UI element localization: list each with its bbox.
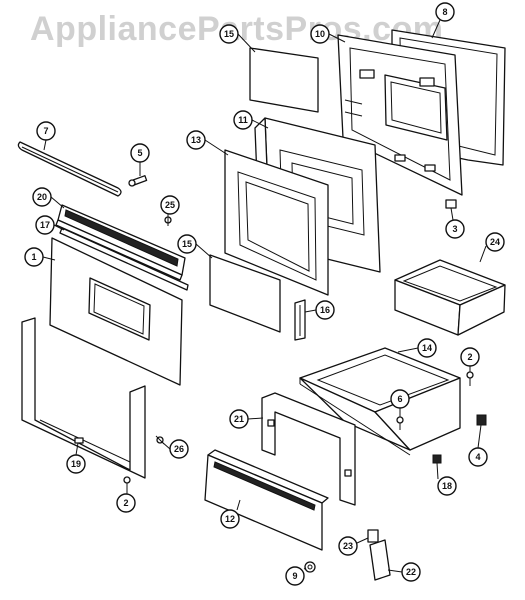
callout-23: 23	[338, 536, 358, 556]
svg-text:20: 20	[37, 192, 47, 202]
callout-16: 16	[315, 300, 335, 320]
callout-21: 21	[229, 409, 249, 429]
callout-4: 4	[468, 447, 488, 467]
part-screw-25	[164, 214, 172, 226]
svg-text:26: 26	[174, 444, 184, 454]
part-control-panel-strip	[55, 204, 186, 281]
svg-text:7: 7	[43, 126, 48, 136]
callout-26: 26	[169, 439, 189, 459]
part-drawer-pan	[394, 259, 506, 336]
part-nut-9	[304, 561, 316, 573]
svg-text:15: 15	[182, 239, 192, 249]
svg-text:25: 25	[165, 200, 175, 210]
svg-text:15: 15	[224, 29, 234, 39]
callout-25: 25	[160, 195, 180, 215]
callout-22: 22	[401, 562, 421, 582]
svg-text:2: 2	[123, 498, 128, 508]
svg-text:2: 2	[467, 352, 472, 362]
part-screw-5	[128, 175, 148, 187]
svg-text:13: 13	[191, 135, 201, 145]
svg-text:21: 21	[234, 414, 244, 424]
part-glass-panel-top	[249, 47, 319, 113]
callout-5: 5	[130, 143, 150, 163]
svg-text:8: 8	[442, 7, 447, 17]
callout-17: 17	[35, 215, 55, 235]
callout-8: 8	[435, 2, 455, 22]
callout-11: 11	[233, 110, 253, 130]
callout-20: 20	[32, 187, 52, 207]
svg-text:17: 17	[40, 220, 50, 230]
svg-text:16: 16	[320, 305, 330, 315]
part-glass-panel-middle	[209, 254, 281, 333]
svg-text:6: 6	[397, 394, 402, 404]
svg-text:10: 10	[315, 29, 325, 39]
callout-1: 1	[24, 247, 44, 267]
part-trim-piece	[369, 539, 391, 581]
callout-19: 19	[66, 454, 86, 474]
leader-lines	[42, 19, 487, 573]
callout-15-middle: 15	[177, 234, 197, 254]
svg-text:5: 5	[137, 148, 142, 158]
callout-24: 24	[485, 232, 505, 252]
callout-7: 7	[36, 121, 56, 141]
part-drawer-glide	[476, 414, 487, 426]
part-screw-26	[155, 435, 165, 445]
svg-text:18: 18	[442, 481, 452, 491]
svg-text:22: 22	[406, 567, 416, 577]
part-hinge-bracket	[294, 299, 306, 341]
svg-text:23: 23	[343, 541, 353, 551]
svg-text:1: 1	[31, 252, 36, 262]
part-drawer-bracket	[261, 392, 356, 506]
svg-text:19: 19	[71, 459, 81, 469]
part-screw-2-lower	[123, 476, 131, 490]
part-clip-18	[432, 454, 442, 464]
part-screw-6	[396, 416, 404, 430]
callout-2-lower: 2	[116, 493, 136, 513]
callout-10: 10	[310, 24, 330, 44]
svg-text:24: 24	[490, 237, 500, 247]
part-door-handle	[17, 141, 122, 197]
svg-text:11: 11	[238, 115, 248, 125]
part-drawer-body	[299, 347, 461, 456]
callout-13: 13	[186, 130, 206, 150]
part-clip-23	[367, 529, 379, 543]
part-outer-door-panel	[49, 237, 183, 386]
part-door-bottom-frame	[21, 317, 146, 479]
part-door-inner-frame	[224, 149, 329, 296]
part-door-inner-panel	[337, 34, 463, 196]
callout-9: 9	[285, 566, 305, 586]
part-drawer-front-panel	[204, 449, 329, 551]
callout-2-right: 2	[460, 347, 480, 367]
svg-text:9: 9	[292, 571, 297, 581]
callout-3: 3	[445, 219, 465, 239]
svg-text:14: 14	[422, 343, 432, 353]
part-screw-2-right	[466, 371, 474, 386]
callout-6: 6	[390, 389, 410, 409]
svg-text:12: 12	[225, 514, 235, 524]
callout-12: 12	[220, 509, 240, 529]
svg-text:4: 4	[475, 452, 480, 462]
callout-15-top: 15	[219, 24, 239, 44]
part-clip-3	[445, 199, 457, 209]
part-panel-trim	[59, 227, 189, 291]
callout-18: 18	[437, 476, 457, 496]
callout-14: 14	[417, 338, 437, 358]
svg-text:3: 3	[452, 224, 457, 234]
